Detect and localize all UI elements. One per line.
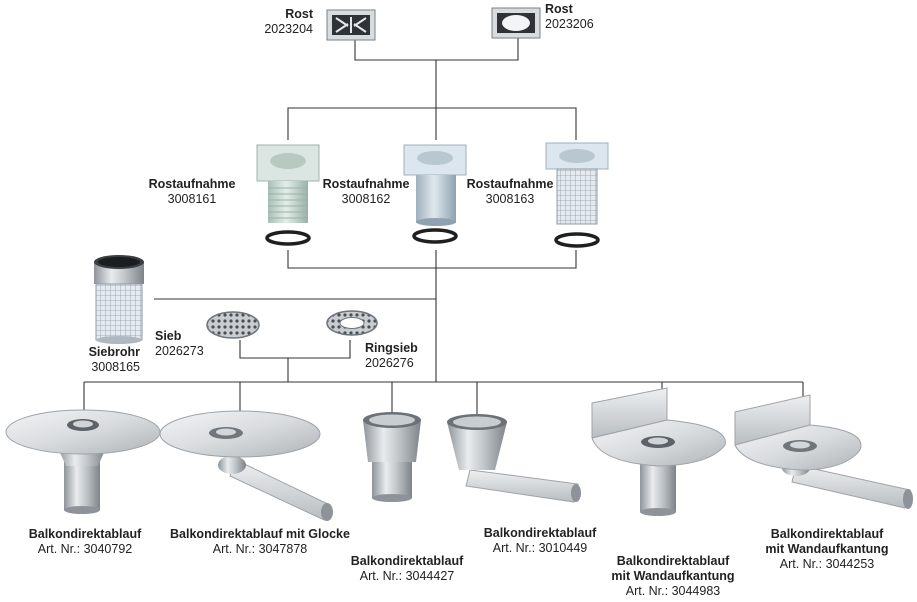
sieb-title: Sieb: [155, 329, 182, 343]
rost-title: Rost: [285, 7, 313, 21]
rostaufnahme-number: 3008163: [485, 192, 535, 206]
sieb-image: [206, 311, 260, 339]
siebrohr-number: 3008165: [91, 360, 140, 374]
rost-number: 2023204: [264, 22, 313, 36]
product-number: Art. Nr.: 3010449: [492, 541, 588, 555]
rost-number: 2023206: [545, 17, 594, 31]
rost-title: Rost: [545, 2, 573, 16]
product-title: Balkondirektablauf: [28, 527, 142, 541]
connector-lines: [83, 38, 804, 430]
ringsieb-number: 2026276: [365, 356, 414, 370]
product-number: Art. Nr.: 3047878: [212, 542, 308, 556]
product-number: Art. Nr.: 3044983: [625, 584, 721, 598]
product-title: Balkondirektablauf: [616, 554, 730, 568]
rostaufnahme-label: Rostaufnahme 3008162: [316, 177, 416, 207]
product-number: Art. Nr.: 3044427: [359, 569, 455, 583]
rostaufnahme-number: 3008161: [167, 192, 217, 206]
product-label: Balkondirektablauf mit Wandaufkantung Ar…: [752, 527, 902, 572]
siebrohr-title: Siebrohr: [88, 345, 140, 359]
rost-grate-image: [326, 9, 376, 41]
siebrohr-label: Siebrohr 3008165: [89, 345, 140, 375]
product-number: Art. Nr.: 3040792: [37, 542, 133, 556]
product-title: Balkondirektablauf: [350, 554, 464, 568]
product-label: Balkondirektablauf mit Glocke Art. Nr.: …: [150, 527, 370, 557]
rostaufnahme-title: Rostaufnahme: [322, 177, 410, 191]
sieb-label: Sieb 2026273: [155, 329, 204, 359]
ringsieb-image: [326, 310, 378, 336]
ringsieb-label: Ringsieb 2026276: [365, 341, 418, 371]
rostaufnahme-title: Rostaufnahme: [466, 177, 554, 191]
product-title: Balkondirektablauf: [483, 526, 597, 540]
product-label: Balkondirektablauf Art. Nr.: 3040792: [5, 527, 165, 557]
product-title: Balkondirektablauf mit Glocke: [170, 527, 350, 541]
rostaufnahme-label: Rostaufnahme 3008161: [142, 177, 242, 207]
product-title: Balkondirektablauf: [770, 527, 884, 541]
sieb-number: 2026273: [155, 344, 204, 358]
rostaufnahme-image: [545, 142, 609, 248]
product-number: Art. Nr.: 3044253: [779, 557, 875, 571]
ringsieb-title: Ringsieb: [365, 341, 418, 355]
rost-label: Rost 2023204: [264, 7, 313, 37]
product-subtitle: mit Wandaufkantung: [611, 569, 735, 583]
rost-grate-image: [491, 7, 541, 39]
product-label: Balkondirektablauf Art. Nr.: 3044427: [327, 554, 487, 584]
product-subtitle: mit Wandaufkantung: [765, 542, 889, 556]
rostaufnahme-number: 3008162: [341, 192, 391, 206]
balkondirektablauf-wandaufkantung-image: [591, 387, 726, 516]
rostaufnahme-image: [256, 144, 320, 246]
rost-label: Rost 2023206: [545, 2, 594, 32]
product-label: Balkondirektablauf Art. Nr.: 3010449: [460, 526, 620, 556]
balkondirektablauf-wandaufkantung-image: [734, 394, 913, 509]
balkondirektablauf-image: [447, 414, 581, 503]
balkondirektablauf-image: [5, 409, 161, 514]
product-label: Balkondirektablauf mit Wandaufkantung Ar…: [598, 554, 748, 599]
balkondirektablauf-glocke-image: [159, 410, 333, 521]
rostaufnahme-image: [403, 144, 467, 244]
siebrohr-image: [94, 255, 144, 344]
balkondirektablauf-image: [363, 412, 421, 502]
rostaufnahme-label: Rostaufnahme 3008163: [460, 177, 560, 207]
rostaufnahme-title: Rostaufnahme: [148, 177, 236, 191]
